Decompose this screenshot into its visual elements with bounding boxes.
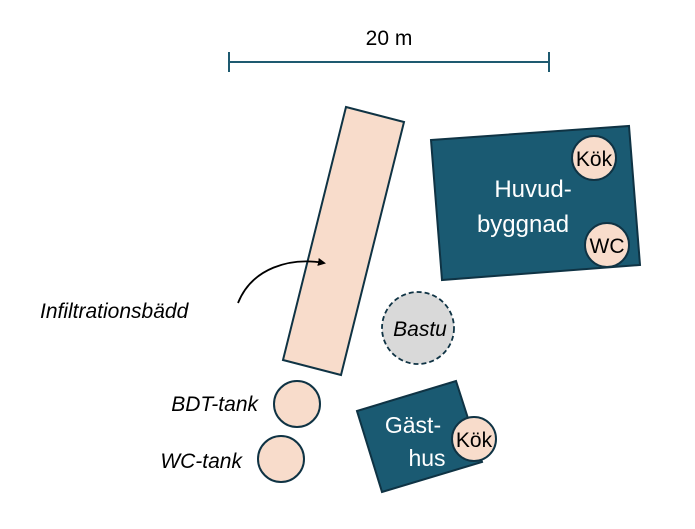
main-kitchen-label: Kök [576, 148, 613, 171]
sauna-label: Bastu [393, 318, 447, 341]
wc-tank-label: WC-tank [160, 450, 243, 473]
infiltration-bed [281, 105, 406, 377]
bdt-tank: BDT-tank [171, 380, 321, 428]
main-wc-circle [584, 222, 630, 268]
wc-tank-circle [257, 435, 305, 483]
guest-kitchen-circle [451, 416, 497, 462]
bdt-tank-circle [273, 380, 321, 428]
infiltration-bed-label: Infiltrationsbädd [40, 300, 190, 323]
main-building-label-line1: Huvud- [494, 176, 571, 203]
guest-kitchen-label: Kök [456, 429, 493, 452]
sauna: Bastu [381, 291, 455, 365]
sauna-circle [381, 291, 455, 365]
main-wc-label: WC [590, 235, 625, 258]
scale-bar-label: 20 m [366, 27, 413, 50]
main-building: Huvud- byggnad Kök WC [429, 124, 642, 282]
infiltration-arrow [237, 258, 326, 304]
wc-tank: WC-tank [160, 435, 305, 483]
main-kitchen-circle [571, 135, 617, 181]
scale-bar: 20 m [228, 27, 550, 72]
guest-house: Gäst- hus Kök [355, 379, 497, 494]
guest-house-label-line1: Gäst- [385, 412, 441, 438]
main-building-label-line2: byggnad [477, 211, 569, 238]
bdt-tank-label: BDT-tank [171, 393, 259, 416]
guest-house-shape [355, 379, 484, 494]
guest-house-label-line2: hus [408, 445, 445, 471]
